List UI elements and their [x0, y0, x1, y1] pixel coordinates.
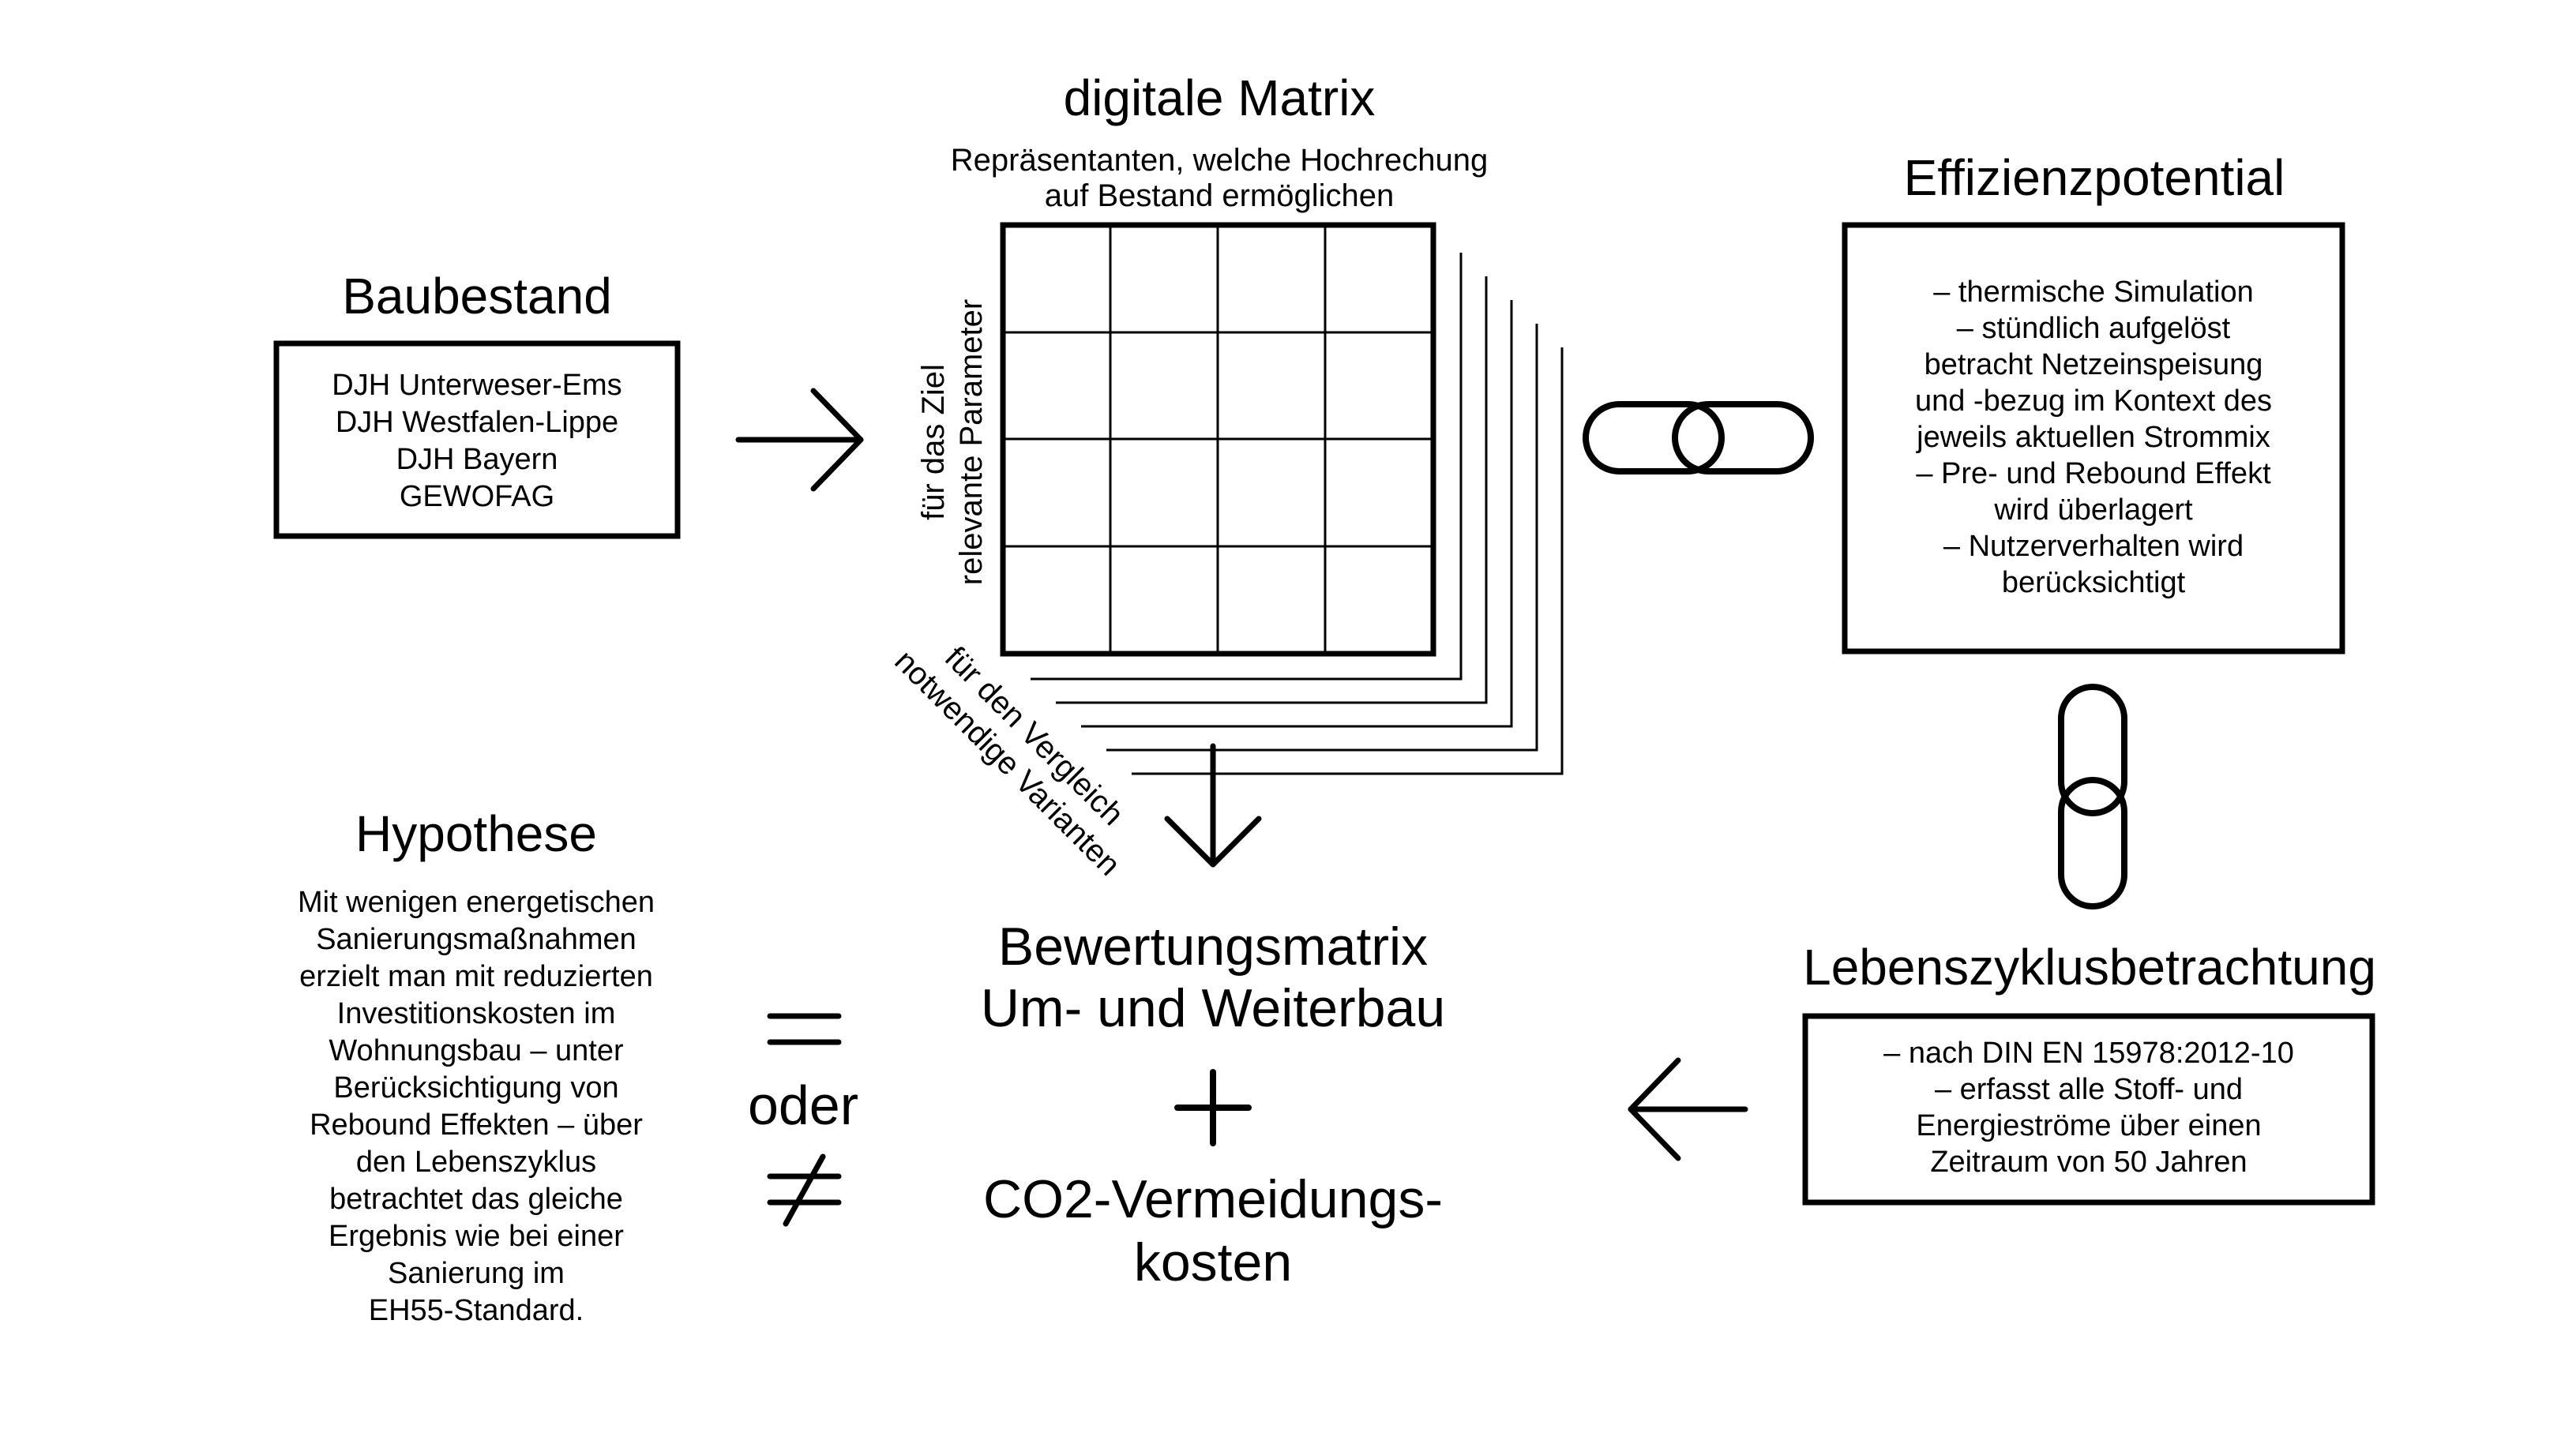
hypothese-line: Berücksichtigung von	[333, 1071, 618, 1105]
effizienz-line: wird überlagert	[1993, 493, 2193, 527]
hypothese-line: den Lebenszyklus	[356, 1146, 596, 1179]
chain-link-horizontal-icon	[1583, 401, 1814, 474]
matrix-layers	[1031, 253, 1564, 775]
hypothese-line: Mit wenigen energetischen	[298, 886, 655, 919]
equals-icon	[767, 1013, 842, 1045]
baubestand-line: DJH Westfalen-Lippe	[336, 406, 618, 439]
hypothese-line: betrachtet das gleiche	[329, 1183, 623, 1216]
hypothese-line: Sanierung im	[388, 1257, 565, 1290]
lebenszyklus-box	[1802, 1013, 2375, 1206]
matrix-title: digitale Matrix	[1064, 69, 1376, 126]
lebenszyklus-line: Zeitraum von 50 Jahren	[1930, 1146, 2247, 1179]
effizienz-box	[1842, 222, 2345, 654]
chain-link-vertical-icon	[2058, 684, 2127, 910]
effizienz-line: berücksichtigt	[2002, 566, 2186, 599]
arrow-left-icon	[1628, 1057, 1748, 1161]
hypothese-line: Sanierungsmaßnahmen	[316, 923, 636, 956]
not-equals-icon	[767, 1153, 842, 1227]
matrix-grid	[1000, 222, 1436, 657]
oder-label: oder	[748, 1075, 858, 1136]
hypothese-title: Hypothese	[355, 805, 597, 862]
baubestand-line: GEWOFAG	[400, 480, 554, 513]
co2-line: CO2-Vermeidungs-	[983, 1169, 1443, 1229]
matrix-subtitle: Repräsentanten, welche Hochrechung	[951, 143, 1488, 178]
hypothese-line: Investitionskosten im	[337, 997, 616, 1030]
effizienz-line: betracht Netzeinspeisung	[1924, 348, 2263, 381]
bewertung-line: Bewertungsmatrix	[998, 917, 1428, 977]
hypothese-line: erzielt man mit reduzierten	[299, 960, 653, 993]
matrix-y-label: für das Ziel relevante Parameter	[916, 299, 989, 585]
effizienz-title: Effizienzpotential	[1904, 149, 2285, 206]
co2-line: kosten	[1134, 1232, 1292, 1292]
effizienz-line: – Pre- und Rebound Effekt	[1916, 457, 2271, 490]
baubestand-line: DJH Bayern	[396, 443, 558, 476]
effizienz-line: – thermische Simulation	[1933, 276, 2254, 309]
lebenszyklus-title: Lebenszyklusbetrachtung	[1803, 939, 2376, 996]
hypothese-line: EH55-Standard.	[369, 1294, 584, 1327]
effizienz-line: – stündlich aufgelöst	[1957, 312, 2231, 345]
effizienz-line: – Nutzerverhalten wird	[1943, 530, 2244, 563]
baubestand-line: DJH Unterweser-Ems	[332, 369, 621, 402]
lebenszyklus-line: – nach DIN EN 15978:2012-10	[1883, 1037, 2294, 1070]
lebenszyklus-line: – erfasst alle Stoff- und	[1935, 1073, 2243, 1106]
hypothese-line: Wohnungsbau – unter	[329, 1034, 624, 1067]
arrow-right-icon	[735, 388, 864, 492]
baubestand-box	[273, 340, 681, 539]
lebenszyklus-line: Energieströme über einen	[1916, 1109, 2261, 1142]
arrow-down-icon	[1164, 743, 1262, 868]
hypothese-line: Ergebnis wie bei einer	[329, 1220, 624, 1253]
matrix-subtitle: auf Bestand ermöglichen	[1045, 178, 1395, 213]
baubestand-title: Baubestand	[342, 268, 612, 324]
matrix-y-label-line: relevante Parameter	[954, 299, 989, 585]
bewertung-line: Um- und Weiterbau	[981, 978, 1445, 1038]
plus-icon	[1174, 1069, 1252, 1146]
effizienz-line: und -bezug im Kontext des	[1915, 384, 2272, 418]
matrix-y-label-line: für das Ziel	[916, 364, 951, 520]
effizienz-line: jeweils aktuellen Strommix	[1916, 421, 2270, 454]
hypothese-line: Rebound Effekten – über	[310, 1108, 643, 1142]
